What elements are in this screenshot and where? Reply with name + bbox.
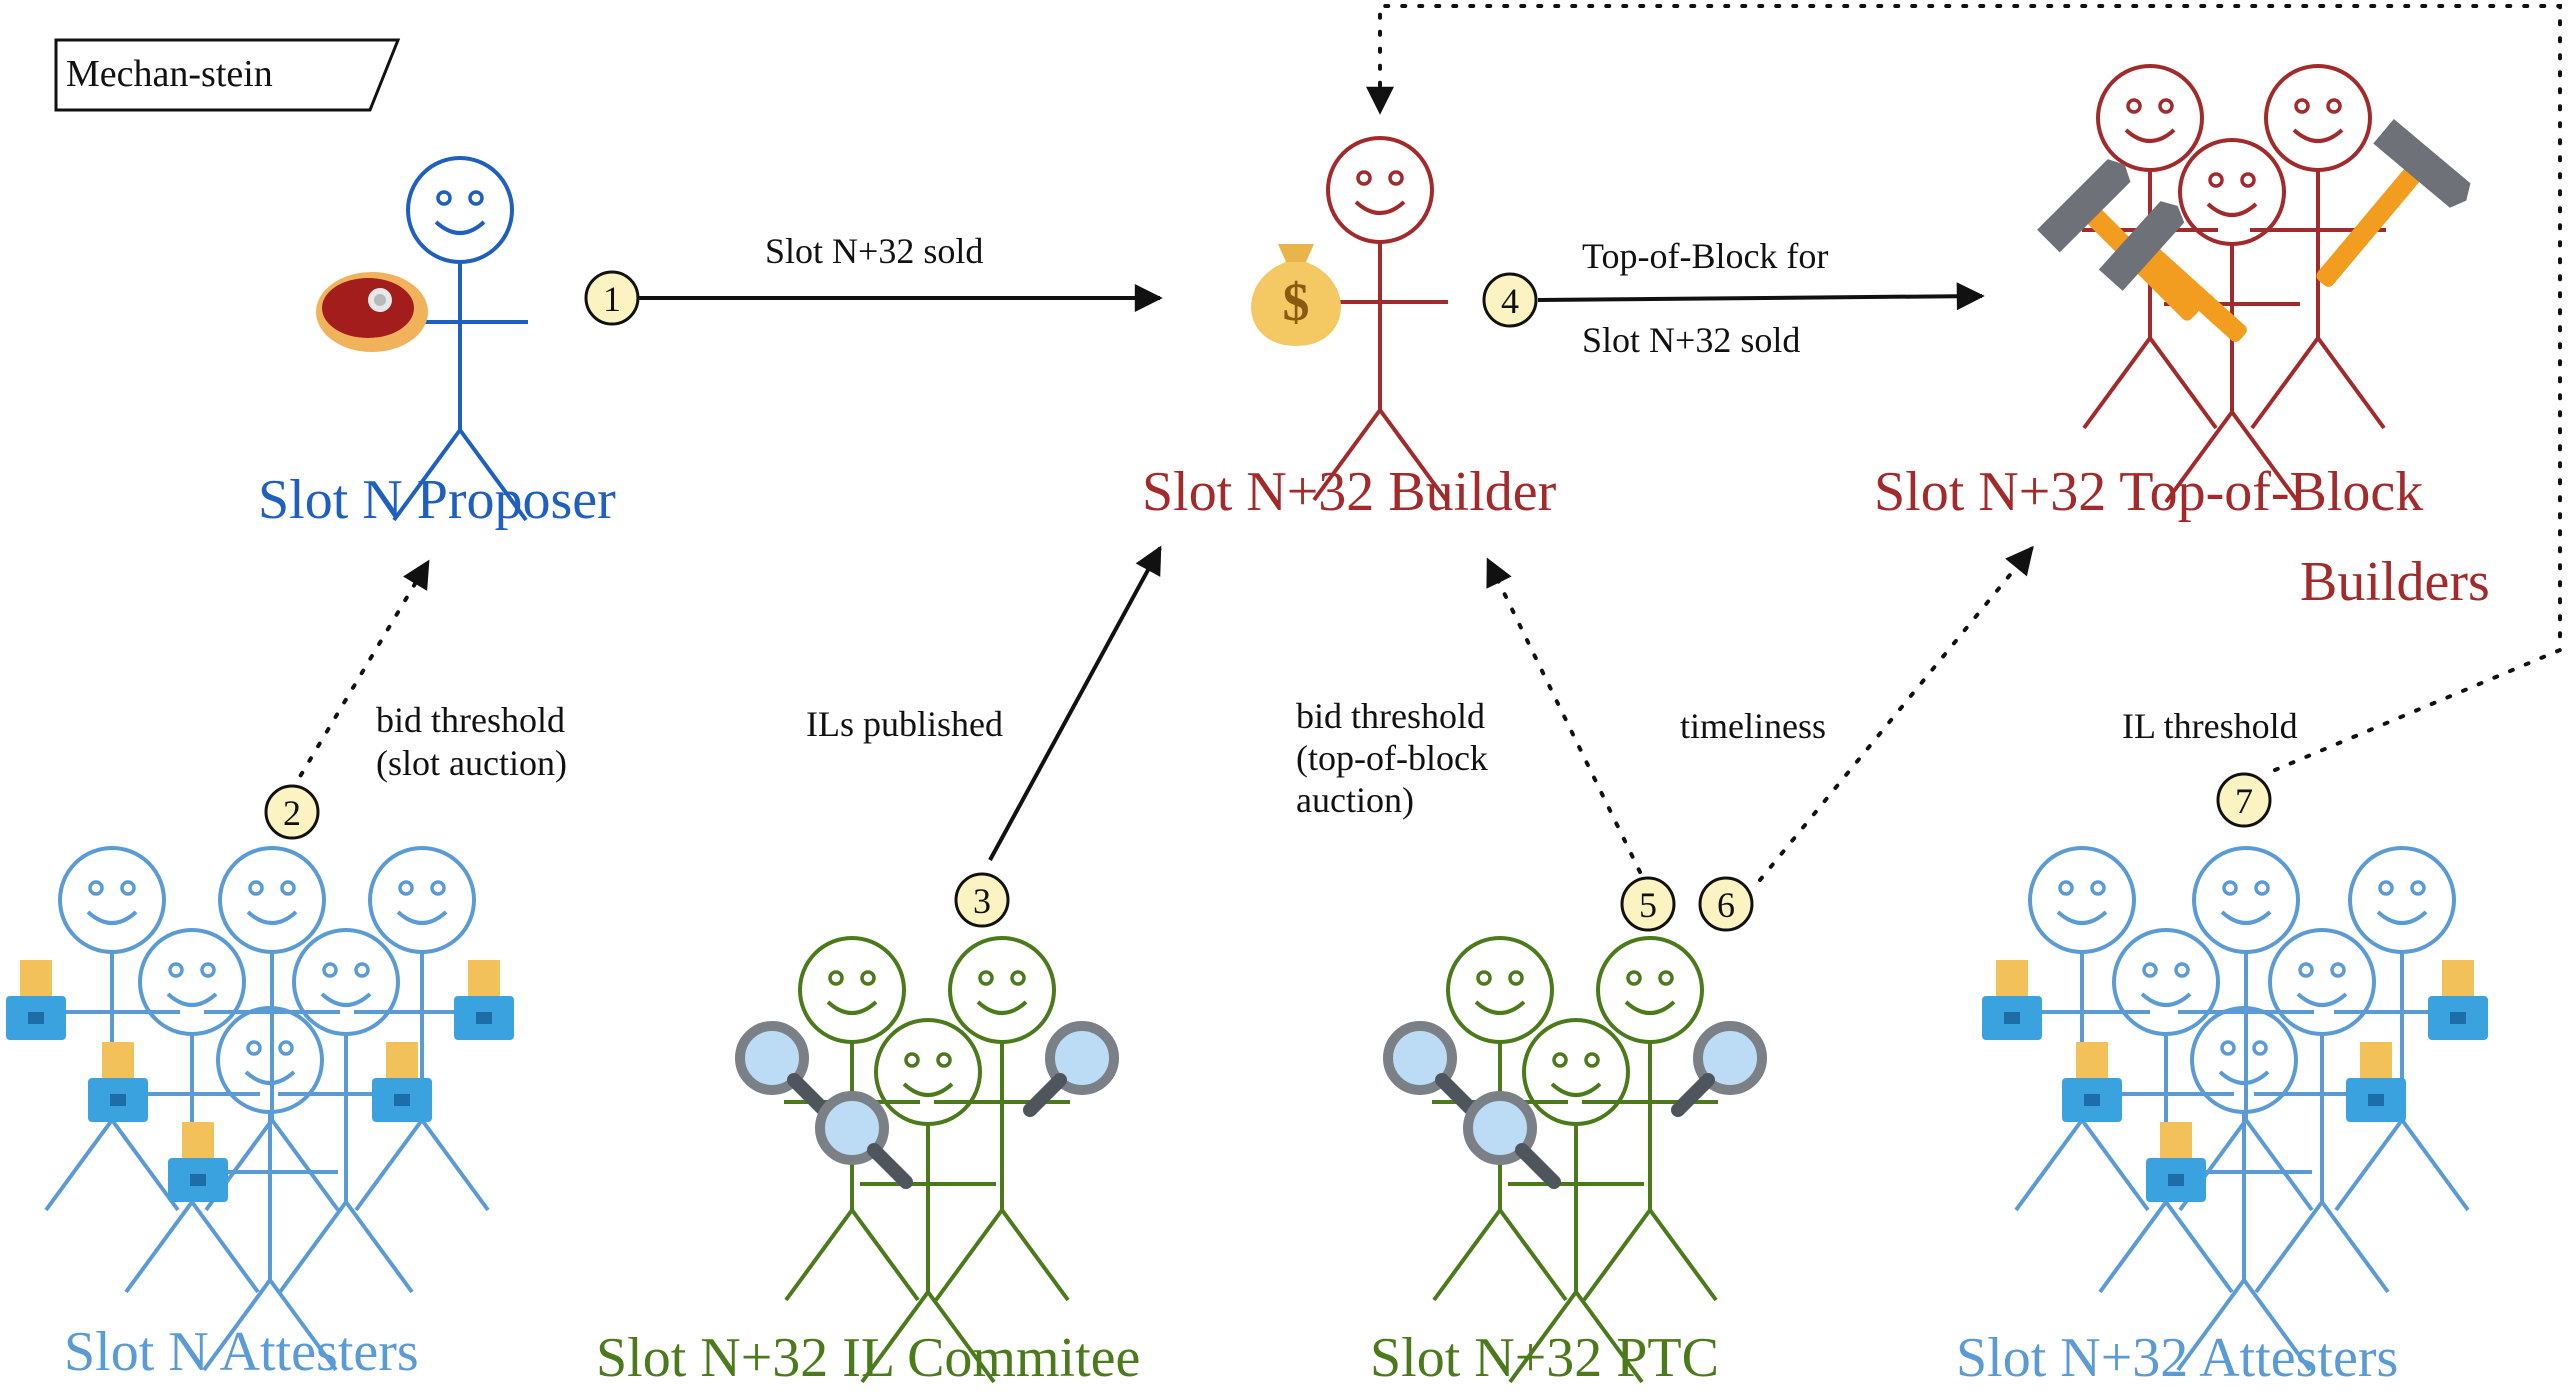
- step-badge-7: 7: [2216, 772, 2272, 828]
- ptc-group: [1383, 936, 1767, 1384]
- ballot-box-icon: [168, 1122, 228, 1202]
- svg-text:2: 2: [283, 793, 301, 833]
- magnifier-icon: [1671, 1021, 1767, 1117]
- svg-text:5: 5: [1639, 885, 1657, 925]
- ballot-box-icon: [2062, 1042, 2122, 1122]
- svg-text:3: 3: [973, 881, 991, 921]
- mechanism-tag-label: Mechan-stein: [66, 53, 273, 95]
- hammer-icon: [2316, 119, 2471, 287]
- edge-label-bid-threshold-1: bid threshold: [376, 700, 565, 740]
- ballot-box-icon: [1982, 960, 2042, 1040]
- magnifier-icon: [735, 1021, 835, 1121]
- role-label-ptc: Slot N+32 PTC: [1370, 1327, 1719, 1389]
- tob-builders-group: [2037, 64, 2471, 504]
- money-bag-icon: $: [1251, 244, 1341, 346]
- step-badge-3: 3: [954, 872, 1010, 928]
- edge-bid-threshold-slot: bid threshold (slot auction): [290, 559, 567, 792]
- ballot-box-icon: [454, 960, 514, 1040]
- svg-text:$: $: [1283, 272, 1310, 332]
- magnifier-icon: [1463, 1091, 1561, 1189]
- ballot-box-icon: [372, 1042, 432, 1122]
- edge-ils-published: ILs published: [806, 545, 1162, 861]
- step-badge-6: 6: [1698, 876, 1754, 932]
- edge-label-tob-threshold-2: (top-of-block: [1296, 738, 1488, 778]
- edge-tob-sold: Top-of-Block for Slot N+32 sold: [1537, 236, 1985, 360]
- attesters-n32-group: [1982, 846, 2488, 1372]
- role-label-il-committee: Slot N+32 IL Commitee: [596, 1327, 1140, 1389]
- edge-bid-threshold-tob: bid threshold (top-of-block auction): [1296, 557, 1642, 874]
- edge-timeliness: timeliness: [1680, 545, 2034, 882]
- ballot-box-icon: [2146, 1122, 2206, 1202]
- edge-label-bid-threshold-2: (slot auction): [376, 743, 567, 783]
- meat-icon: [316, 272, 428, 352]
- mechanism-tag: Mechan-stein: [54, 38, 401, 112]
- magnifier-icon: [815, 1091, 913, 1189]
- proposer-figure: [316, 156, 530, 522]
- step-badge-5: 5: [1620, 876, 1676, 932]
- magnifier-icon: [1023, 1021, 1119, 1117]
- ballot-box-icon: [6, 960, 66, 1040]
- attesters-n-group: [6, 846, 514, 1372]
- role-label-proposer: Slot N Proposer: [258, 469, 616, 531]
- svg-text:4: 4: [1501, 281, 1519, 321]
- edge-label-timeliness: timeliness: [1680, 706, 1826, 746]
- svg-text:1: 1: [603, 279, 621, 319]
- edge-slot-sold: Slot N+32 sold: [638, 231, 1163, 312]
- edge-label-tob-threshold-3: auction): [1296, 780, 1414, 820]
- hammer-icon: [2098, 201, 2247, 342]
- ballot-box-icon: [2428, 960, 2488, 1040]
- svg-text:6: 6: [1717, 885, 1735, 925]
- ballot-box-icon: [88, 1042, 148, 1122]
- il-committee-group: [735, 936, 1119, 1384]
- edge-label-il-threshold: IL threshold: [2122, 706, 2298, 746]
- role-label-attesters-n32: Slot N+32 Attesters: [1956, 1327, 2398, 1389]
- role-label-builder: Slot N+32 Builder: [1142, 461, 1557, 523]
- role-label-tob-line1: Slot N+32 Top-of-Block: [1874, 461, 2423, 523]
- svg-text:7: 7: [2235, 781, 2253, 821]
- role-label-tob-line2: Builders: [2300, 551, 2490, 613]
- builder-figure: $: [1251, 136, 1450, 502]
- edge-il-threshold-loop: [1366, 4, 2562, 772]
- step-badge-1: 1: [584, 270, 640, 326]
- edge-label-tob-line2: Slot N+32 sold: [1582, 320, 1800, 360]
- step-badge-2: 2: [264, 784, 320, 840]
- edge-label-tob-threshold-1: bid threshold: [1296, 696, 1485, 736]
- edge-label-ils-published: ILs published: [806, 704, 1003, 744]
- step-badge-4: 4: [1482, 272, 1538, 328]
- ballot-box-icon: [2346, 1042, 2406, 1122]
- edge-label-slot-sold: Slot N+32 sold: [765, 231, 983, 271]
- role-label-attesters-n: Slot N Attesters: [64, 1321, 419, 1383]
- edge-label-tob-line1: Top-of-Block for: [1582, 236, 1828, 276]
